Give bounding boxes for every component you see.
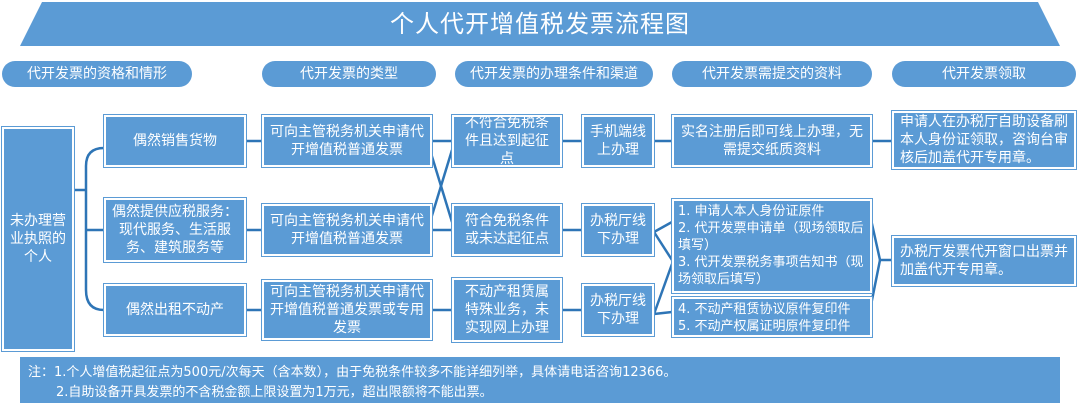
condition-exempt: 符合免税条件或未达起征点 xyxy=(451,203,563,257)
materials-rental-list: 4. 不动产租赁协议原件复印件 5. 不动产权属证明原件复印件 xyxy=(671,296,873,338)
pickup-window: 办税厅发票代开窗口出票并加盖代开专用章。 xyxy=(891,235,1077,287)
condition-not-exempt: 不符合免税条件且达到起征点 xyxy=(451,114,563,168)
header-invoice-type: 代开发票的类型 xyxy=(262,61,436,87)
channel-office-offline-1: 办税厅线下办理 xyxy=(581,203,655,257)
notes-bar: 注：1.个人增值税起征点为500元/次每天（含本数），由于免税条件较多不能详细列… xyxy=(20,357,1060,403)
materials-offline-list: 1. 申请人本人身份证原件 2. 代开发票申请单（现场领取后填写） 3. 代开发… xyxy=(671,198,873,294)
type-ordinary-or-special-invoice: 可向主管税务机关申请代开增值税普通发票或专用发票 xyxy=(261,279,433,341)
materials-item-2: 2. 代开发票申请单（现场领取后填写） xyxy=(678,221,864,253)
start-box-unlicensed-individual: 未办理营业执照的个人 xyxy=(1,126,75,352)
type-ordinary-invoice-1: 可向主管税务机关申请代开增值税普通发票 xyxy=(261,114,433,168)
note-2: 2.自助设备开具发票的不含税金额上限设置为1万元，超出限额将不能出票。 xyxy=(56,385,493,400)
materials-item-5: 5. 不动产权属证明原件复印件 xyxy=(678,319,851,334)
title-banner: 个人代开增值税发票流程图 xyxy=(20,2,1060,46)
type-ordinary-invoice-2: 可向主管税务机关申请代开增值税普通发票 xyxy=(261,203,433,257)
situation-sale-goods: 偶然销售货物 xyxy=(103,114,247,168)
materials-item-4: 4. 不动产租赁协议原件复印件 xyxy=(678,302,851,317)
header-materials: 代开发票需提交的资料 xyxy=(672,61,872,87)
page-title: 个人代开增值税发票流程图 xyxy=(390,10,690,38)
situation-rent-property: 偶然出租不动产 xyxy=(103,283,247,337)
pickup-self-service: 申请人在办税厅自助设备刷本人身份证领取，咨询台审核后加盖代开专用章。 xyxy=(891,110,1077,170)
materials-item-1: 1. 申请人本人身份证原件 xyxy=(678,204,825,219)
channel-mobile-online: 手机端线上办理 xyxy=(581,114,655,168)
header-pickup: 代开发票领取 xyxy=(892,61,1076,87)
header-qualification: 代开发票的资格和情形 xyxy=(2,61,192,87)
channel-office-offline-2: 办税厅线下办理 xyxy=(581,283,655,337)
title-banner-shape xyxy=(20,2,1060,46)
materials-item-3: 3. 代开发票税务事项告知书（现场领取后填写） xyxy=(678,255,864,287)
materials-online: 实名注册后即可线上办理，无需提交纸质资料 xyxy=(671,114,873,168)
condition-rental-special: 不动产租赁属特殊业务，未实现网上办理 xyxy=(451,277,563,343)
situation-taxable-services: 偶然提供应税服务：现代服务、生活服务、建筑服务等 xyxy=(103,197,247,263)
header-conditions-channels: 代开发票的办理条件和渠道 xyxy=(455,61,653,87)
note-1: 注：1.个人增值税起征点为500元/次每天（含本数），由于免税条件较多不能详细列… xyxy=(28,365,677,380)
